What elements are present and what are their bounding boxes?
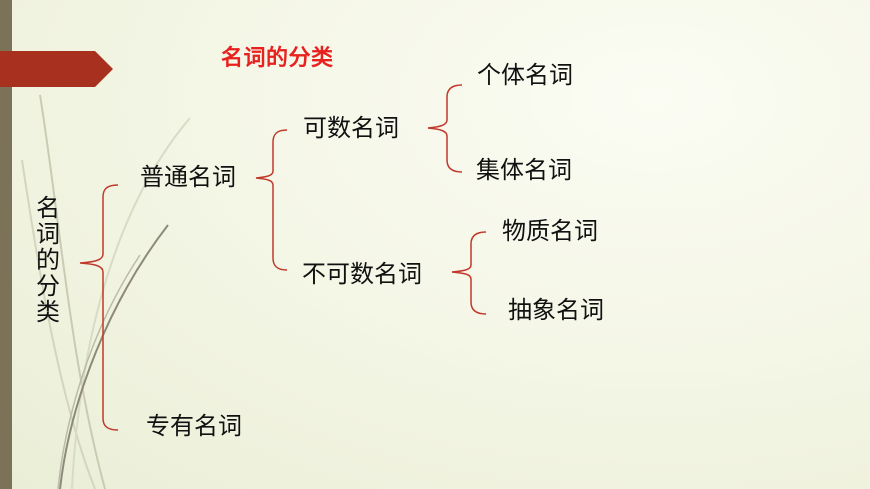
node-individual-noun: 个体名词: [477, 61, 573, 89]
node-proper-noun: 专有名词: [146, 412, 242, 440]
side-title: 名 词 的 分 类: [34, 195, 62, 325]
page-title: 名词的分类: [221, 46, 334, 71]
bracket-uncountable: [451, 231, 487, 315]
title-arrow-tab: [0, 51, 113, 87]
bracket-root: [79, 184, 119, 431]
node-abstract-noun: 抽象名词: [508, 296, 604, 324]
node-common-noun: 普通名词: [140, 163, 236, 191]
bracket-countable: [427, 84, 463, 173]
node-material-noun: 物质名词: [502, 217, 598, 245]
side-title-char: 词: [36, 220, 60, 248]
left-decor-bar: [0, 0, 12, 489]
node-uncountable-noun: 不可数名词: [302, 260, 422, 288]
bracket-common: [255, 129, 288, 271]
side-title-char: 类: [36, 298, 60, 326]
side-title-char: 分: [36, 272, 60, 300]
side-title-char: 的: [36, 246, 60, 274]
node-collective-noun: 集体名词: [476, 156, 572, 184]
side-title-char: 名: [36, 194, 60, 222]
node-countable-noun: 可数名词: [303, 114, 399, 142]
